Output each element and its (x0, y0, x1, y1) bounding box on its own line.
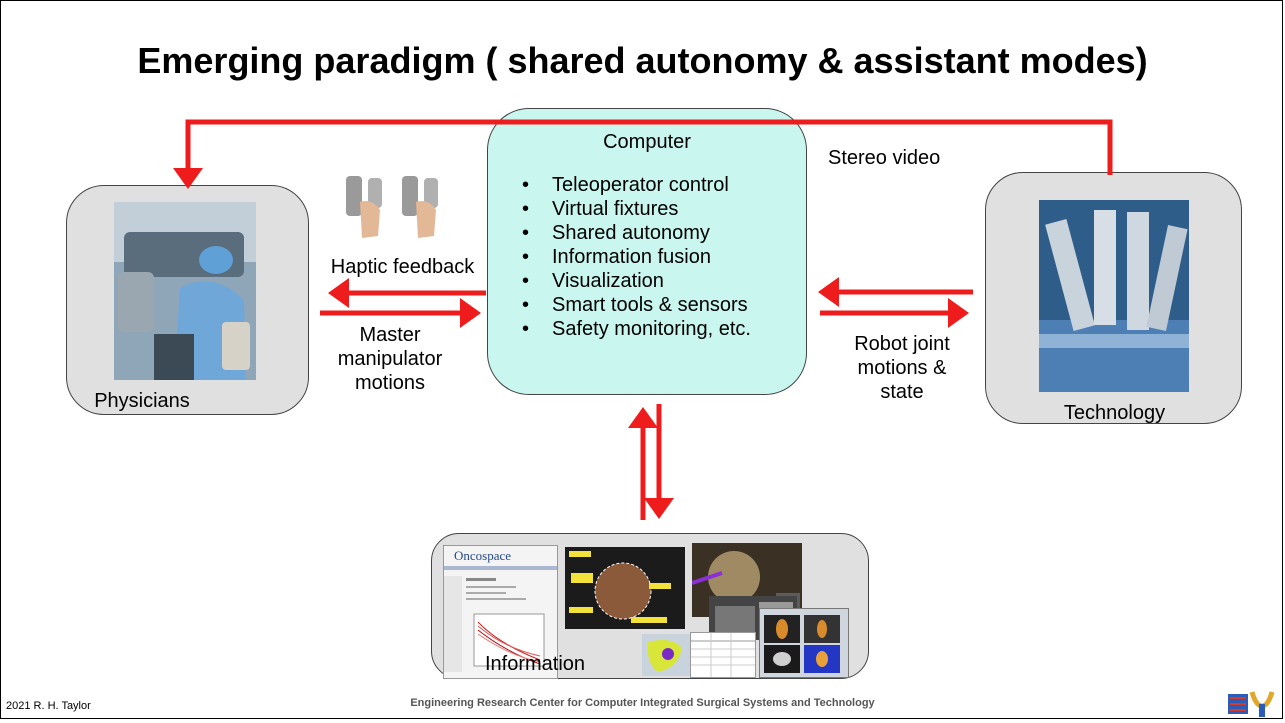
master-motions-label: Master manipulator motions (310, 323, 470, 395)
robot-motions-line: Robot joint (854, 333, 950, 355)
list-item: Teleoperator control (522, 173, 751, 197)
list-item: Visualization (522, 269, 751, 293)
technology-box: Technology (985, 172, 1242, 424)
erc-logo-icon (1226, 688, 1276, 718)
liver-model-image (642, 634, 690, 676)
list-item: Smart tools & sensors (522, 293, 751, 317)
physicians-box: Physicians (66, 185, 309, 415)
computer-title: Computer (603, 131, 691, 153)
list-item: Safety monitoring, etc. (522, 317, 751, 341)
data-table-image (690, 632, 756, 678)
robot-motions-line: state (880, 381, 924, 403)
physicians-label: Physicians (94, 390, 190, 412)
oncospace-logo: Oncospace (454, 548, 512, 563)
master-motions-line: motions (354, 372, 426, 394)
surgical-robot-image (1039, 200, 1189, 392)
list-item: Shared autonomy (522, 221, 751, 245)
list-item: Virtual fixtures (522, 197, 751, 221)
master-motions-line: manipulator (337, 348, 443, 370)
master-motions-line: Master (359, 324, 421, 346)
robot-motions-line: motions & (857, 357, 947, 379)
footer-author: 2021 R. H. Taylor (6, 700, 91, 712)
slide-title: Emerging paradigm ( shared autonomy & as… (137, 40, 1148, 81)
robot-motions-label: Robot joint motions & state (822, 332, 982, 404)
footer-center: Engineering Research Center for Computer… (410, 697, 875, 709)
haptic-feedback-label: Haptic feedback (330, 256, 475, 278)
haptic-handles-image (340, 172, 450, 244)
information-box: Oncospace (431, 533, 869, 679)
computer-box: Computer Teleoperator control Virtual fi… (487, 108, 807, 395)
anatomy-overlay-image (565, 547, 685, 629)
ct-scan-views-image (759, 608, 849, 678)
information-label: Information (484, 653, 586, 675)
stereo-video-label: Stereo video (828, 147, 941, 169)
list-item: Information fusion (522, 245, 751, 269)
stereo-video-arrow (173, 119, 1113, 189)
surgeon-console-image (114, 202, 256, 380)
oncospace-screenshot: Oncospace (443, 545, 558, 679)
technology-label: Technology (1063, 402, 1166, 424)
computer-capability-list: Teleoperator control Virtual fixtures Sh… (522, 173, 751, 341)
